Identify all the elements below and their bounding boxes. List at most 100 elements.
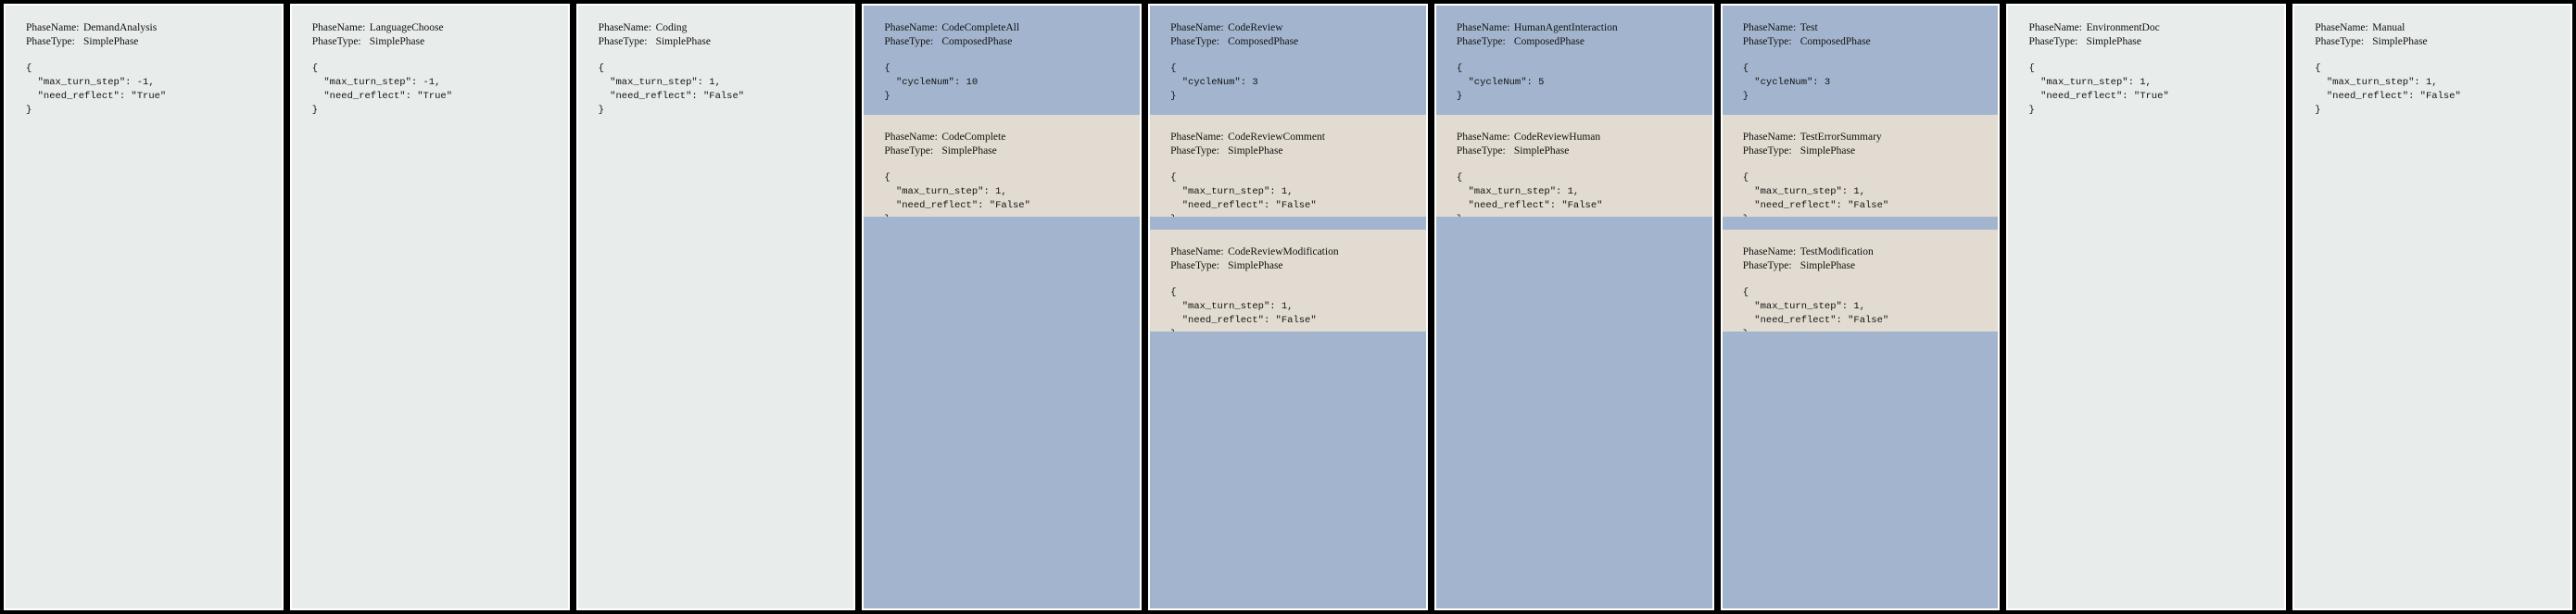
environment-doc-phase-type-row: PhaseType:SimplePhase <box>2028 35 2284 49</box>
code-complete-phase-type-row: PhaseType:SimplePhase <box>884 144 1140 158</box>
composed-phase-filler-human-agent-interaction <box>1435 217 1712 608</box>
language-choose-phase-name-row: PhaseName:LanguageChoose <box>312 21 568 35</box>
phase-name-value: DemandAnalysis <box>83 22 158 33</box>
config-line: "max_turn_step": -1, <box>26 77 155 88</box>
phase-type-label: PhaseType: <box>598 36 648 47</box>
config-line: } <box>1743 328 1999 332</box>
config-line: "cycleNum": 5 <box>1456 77 1545 88</box>
config-line: "need_reflect": "False" <box>884 200 1030 211</box>
config-line: } <box>1743 213 1999 217</box>
config-line: } <box>884 91 890 102</box>
code-complete-all-config-json: { "cycleNum": 10} <box>884 62 1140 104</box>
phase-type-label: PhaseType: <box>1170 260 1219 271</box>
phase-type-label: PhaseType: <box>311 36 361 47</box>
config-line: { <box>1456 172 1463 183</box>
code-review-phase-name-row: PhaseName:CodeReview <box>1170 21 1426 35</box>
phase-name-label: PhaseName: <box>1742 22 1797 33</box>
sub-phase-separator <box>1722 217 1999 230</box>
phase-type-label: PhaseType: <box>1742 260 1792 271</box>
config-line: "max_turn_step": 1, <box>1742 301 1866 312</box>
coding-phase-name-row: PhaseName:Coding <box>599 21 854 35</box>
config-line: "need_reflect": "False" <box>1742 315 1889 326</box>
phase-type-value: SimplePhase <box>83 36 139 47</box>
language-choose-phase-type-row: PhaseType:SimplePhase <box>312 35 568 49</box>
config-line: { <box>884 172 890 183</box>
test-phase-name-row: PhaseName:Test <box>1743 21 1999 35</box>
phase-type-value: SimplePhase <box>941 145 997 157</box>
phase-type-label: PhaseType: <box>2315 36 2365 47</box>
config-line: { <box>1170 172 1177 183</box>
test-config-json: { "cycleNum": 3} <box>1743 62 1999 104</box>
config-line: "max_turn_step": 1, <box>2315 77 2438 88</box>
phase-name-label: PhaseName: <box>26 22 80 33</box>
config-line: { <box>2315 63 2321 74</box>
phase-name-label: PhaseName: <box>1170 22 1224 33</box>
code-review-comment-phase-name-row: PhaseName:CodeReviewComment <box>1170 131 1426 144</box>
code-review-human-config-json: { "max_turn_step": 1, "need_reflect": "F… <box>1457 171 1712 217</box>
code-review-comment-phase-type-row: PhaseType:SimplePhase <box>1170 144 1426 158</box>
phase-type-value: SimplePhase <box>2372 36 2428 47</box>
demand-analysis-config-json: { "max_turn_step": -1, "need_reflect": "… <box>26 62 282 118</box>
phase-type-value: ComposedPhase <box>941 36 1013 47</box>
config-line: } <box>26 105 32 116</box>
config-line: "need_reflect": "False" <box>1170 200 1317 211</box>
config-line: "max_turn_step": 1, <box>1170 301 1294 312</box>
phase-type-value: SimplePhase <box>1513 145 1570 157</box>
sub-phase-separator <box>1150 217 1426 230</box>
config-line: { <box>2028 63 2035 74</box>
config-line: { <box>311 63 319 74</box>
config-line: "max_turn_step": 1, <box>884 186 1007 197</box>
phase-type-value: ComposedPhase <box>1513 36 1585 47</box>
phase-name-value: CodeReviewModification <box>1228 246 1339 257</box>
phase-type-value: SimplePhase <box>1228 260 1283 271</box>
environment-doc-phase-name-row: PhaseName:EnvironmentDoc <box>2028 21 2284 35</box>
config-line: "max_turn_step": 1, <box>598 77 721 88</box>
phase-type-value: SimplePhase <box>2086 36 2141 47</box>
code-review-modification-phase-type-row: PhaseType: SimplePhase <box>1170 259 1426 273</box>
phase-type-label: PhaseType: <box>1170 36 1219 47</box>
code-review-comment-config-json: { "max_turn_step": 1, "need_reflect": "F… <box>1170 171 1426 217</box>
phase-type-label: PhaseType: <box>884 36 934 47</box>
config-line: "max_turn_step": 1, <box>1742 186 1866 197</box>
config-line: "need_reflect": "True" <box>2028 91 2169 102</box>
composed-phase-filler-code-review <box>1150 332 1426 608</box>
code-review-modification-phase-name-row: PhaseName: CodeReviewModification <box>1170 245 1426 259</box>
phase-type-value: SimplePhase <box>655 36 711 47</box>
config-line: "need_reflect": "False" <box>598 91 745 102</box>
config-line: } <box>2315 105 2321 116</box>
config-line: } <box>1170 91 1177 102</box>
phase-name-label: PhaseName: <box>1742 132 1797 143</box>
test-error-summary-phase-name-row: PhaseName:TestErrorSummary <box>1743 131 1999 144</box>
phase-name-label: PhaseName: <box>1742 246 1797 257</box>
composed-phase-filler-code-complete-all <box>864 217 1141 608</box>
phase-name-value: Test <box>1799 22 1818 33</box>
phase-name-value: TestModification <box>1799 246 1874 257</box>
config-line: { <box>1456 63 1463 74</box>
test-modification-phase-type-row: PhaseType: SimplePhase <box>1743 259 1999 273</box>
code-review-modification-config-json: { "max_turn_step": 1, "need_reflect": "F… <box>1170 286 1426 332</box>
phase-name-label: PhaseName: <box>1170 246 1224 257</box>
demand-analysis-phase-name-row: PhaseName:DemandAnalysis <box>26 21 282 35</box>
phase-type-value: SimplePhase <box>1799 260 1856 271</box>
human-agent-interaction-phase-name-row: PhaseName:HumanAgentInteraction <box>1457 21 1712 35</box>
phase-name-value: Manual <box>2372 22 2406 33</box>
